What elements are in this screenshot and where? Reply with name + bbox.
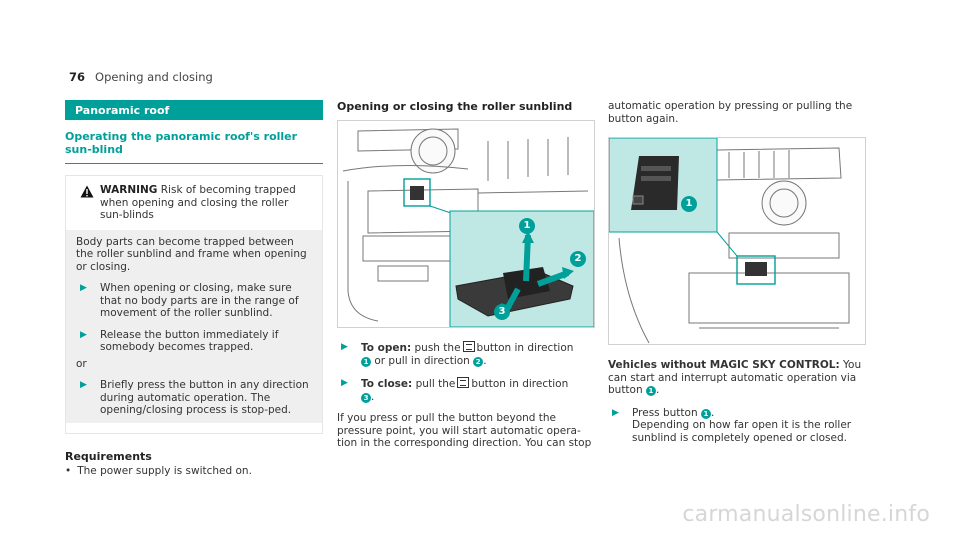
watermark: carmanualsonline.info bbox=[682, 502, 930, 527]
vehicles-text: Vehicles without MAGIC SKY CONTROL: You … bbox=[608, 359, 862, 396]
warning-or: or bbox=[76, 357, 87, 370]
section-subtitle: Operating the panoramic roof's roller su… bbox=[65, 130, 323, 164]
press-step-text: Press button 1. Depending on how far ope… bbox=[632, 406, 852, 444]
button-figure: 1 bbox=[608, 137, 866, 345]
close-text-a: pull the bbox=[415, 378, 456, 390]
sunblind-heading: Opening or closing the roller sunblind bbox=[337, 100, 573, 113]
open-step: ▶ To open: push the button in direction 1… bbox=[337, 341, 595, 367]
warning-icon bbox=[80, 185, 94, 198]
page-header: 76 Opening and closing bbox=[69, 70, 213, 84]
warning-header: WARNING Risk of becoming trapped when op… bbox=[76, 184, 312, 222]
badge-1: 1 bbox=[700, 408, 711, 419]
press-text-a: Press button bbox=[632, 406, 698, 419]
sunblind-figure: 1 2 3 bbox=[337, 120, 595, 328]
figure-badge-2: 2 bbox=[570, 251, 586, 267]
warning-step: ▶ Briefly press the button in any direct… bbox=[76, 379, 312, 417]
badge-3: 3 bbox=[361, 392, 371, 403]
column-left: Panoramic roof Operating the panoramic r… bbox=[65, 100, 323, 477]
warning-description: Risk of becoming trapped when opening an… bbox=[100, 184, 296, 221]
continuation-text: automatic operation by pressing or pulli… bbox=[608, 100, 853, 125]
step-arrow-icon: ▶ bbox=[612, 407, 619, 418]
open-text-b: button in direction bbox=[476, 342, 574, 354]
figure-badge-3: 3 bbox=[494, 304, 510, 320]
requirement-text: The power supply is switched on. bbox=[77, 464, 252, 477]
column-middle: Opening or closing the roller sunblind bbox=[337, 100, 595, 450]
sunblind-illustration bbox=[342, 128, 594, 327]
warning-text: WARNING Risk of becoming trapped when op… bbox=[100, 184, 312, 222]
column-right: automatic operation by pressing or pulli… bbox=[608, 100, 866, 444]
open-text-a: push the bbox=[414, 342, 461, 354]
warning-step-text: Briefly press the button in any directio… bbox=[100, 379, 309, 416]
step-arrow-icon: ▶ bbox=[341, 342, 348, 352]
warning-box: WARNING Risk of becoming trapped when op… bbox=[65, 175, 323, 434]
vehicles-description: You can start and interrupt automatic op… bbox=[608, 359, 862, 396]
warning-step: ▶ When opening or closing, make sure tha… bbox=[76, 282, 312, 320]
figure-badge-1: 1 bbox=[681, 196, 697, 212]
sunblind-button-icon bbox=[457, 377, 470, 388]
press-step: ▶ Press button 1. Depending on how far o… bbox=[608, 407, 866, 445]
warning-label: WARNING bbox=[100, 184, 158, 196]
step-arrow-icon: ▶ bbox=[341, 378, 348, 388]
warning-body: Body parts can become trapped between th… bbox=[66, 229, 322, 423]
button-illustration bbox=[609, 138, 850, 344]
badge-1: 1 bbox=[361, 356, 371, 367]
step-arrow-icon: ▶ bbox=[80, 283, 87, 293]
section-title: Panoramic roof bbox=[65, 100, 323, 120]
requirement-item: • The power supply is switched on. bbox=[65, 465, 323, 477]
badge-2: 2 bbox=[473, 356, 484, 367]
warning-step: ▶ Release the button immediately if some… bbox=[76, 329, 312, 354]
bullet-icon: • bbox=[65, 464, 72, 477]
press-text-b: Depending on how far open it is the roll… bbox=[632, 419, 852, 444]
badge-1: 1 bbox=[645, 386, 656, 396]
page-title: Opening and closing bbox=[95, 70, 213, 84]
close-text-b: button in direction bbox=[471, 378, 569, 390]
auto-operation-text: If you press or pull the button beyond t… bbox=[337, 412, 592, 449]
step-arrow-icon: ▶ bbox=[80, 380, 87, 390]
step-arrow-icon: ▶ bbox=[80, 329, 87, 340]
page-number: 76 bbox=[69, 70, 86, 84]
requirements-title: Requirements bbox=[65, 449, 152, 463]
sunblind-button-icon bbox=[462, 341, 475, 352]
figure-badge-1: 1 bbox=[519, 218, 535, 234]
close-label: To close: bbox=[361, 378, 413, 390]
warning-step-text: Release the button immediately if somebo… bbox=[100, 328, 279, 354]
open-text-c: or pull in direction bbox=[374, 354, 470, 367]
warning-body-text: Body parts can become trapped between th… bbox=[76, 235, 307, 273]
open-label: To open: bbox=[361, 342, 412, 354]
open-step-text: To open: push the button in direction 1 o… bbox=[361, 341, 574, 367]
vehicles-label: Vehicles without MAGIC SKY CONTROL: bbox=[608, 359, 840, 371]
warning-step-text: When opening or closing, make sure that … bbox=[100, 282, 299, 319]
